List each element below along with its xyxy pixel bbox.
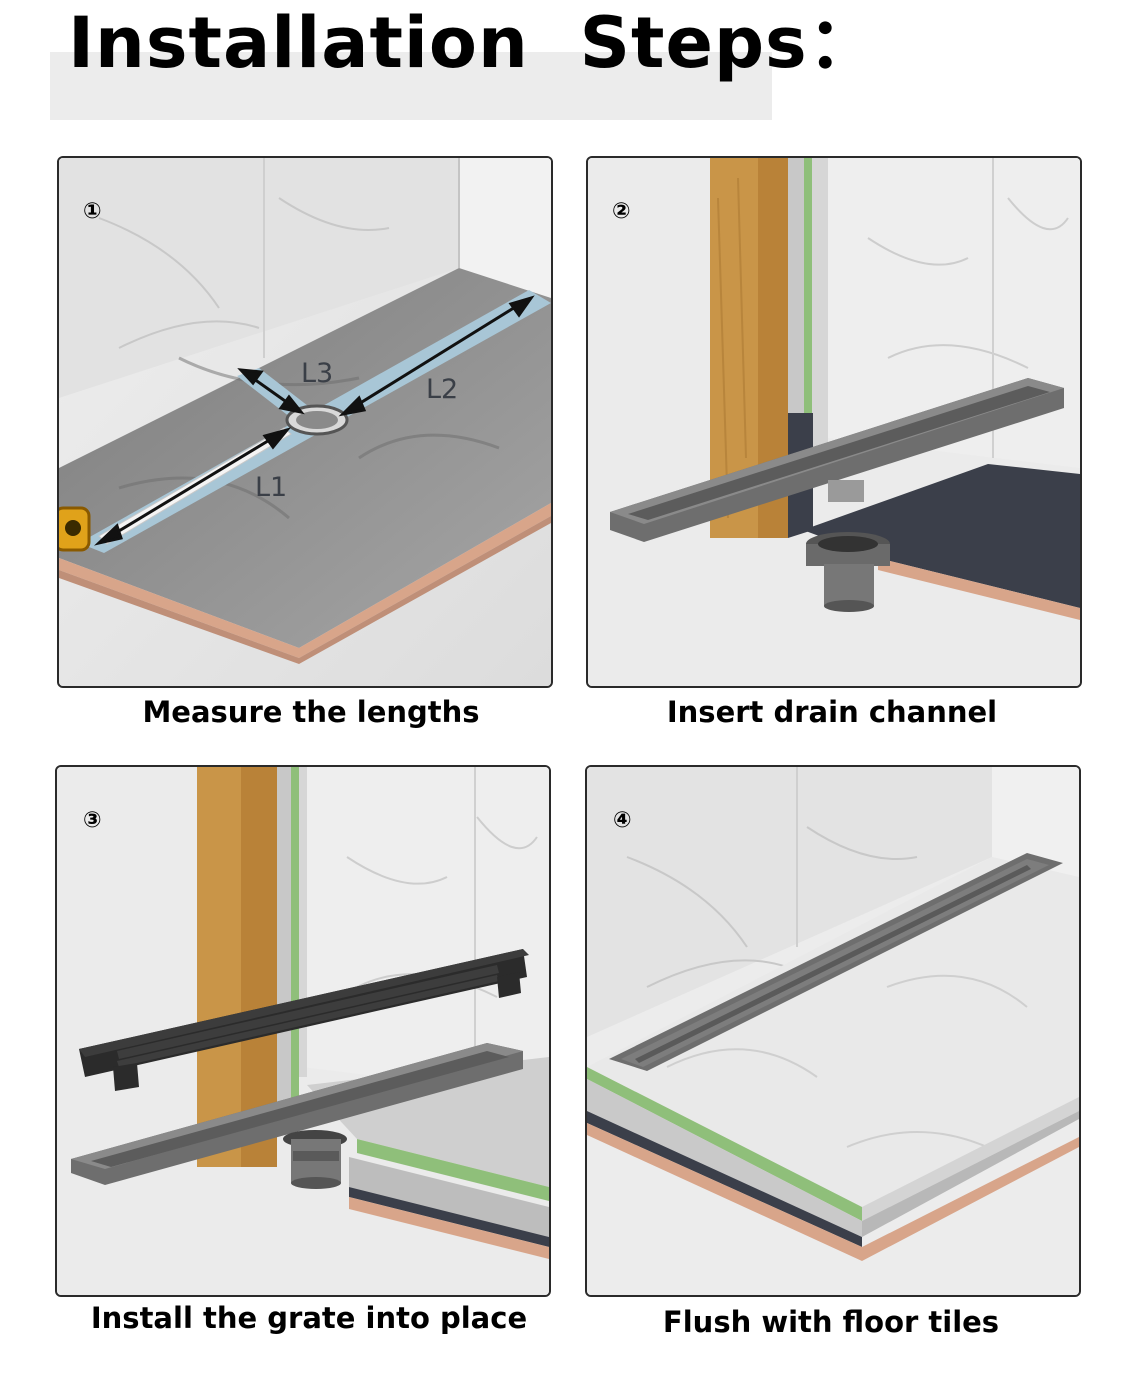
step-1-caption: Measure the lengths <box>142 695 480 729</box>
step-4-panel: ④ <box>585 765 1081 1297</box>
step-4-illustration: ④ <box>587 767 1079 1295</box>
step-1-panel: L3 L2 L1 ① <box>57 156 553 688</box>
step-2-panel: ② <box>586 156 1082 688</box>
step-2-number: ② <box>612 199 631 224</box>
label-l3: L3 <box>301 358 333 389</box>
label-l1: L1 <box>255 472 287 503</box>
page-title: Installation Steps： <box>68 2 879 84</box>
step-4-number: ④ <box>613 808 632 833</box>
step-3-caption: Install the grate into place <box>90 1301 528 1335</box>
step-1-illustration: L3 L2 L1 ① <box>59 158 551 686</box>
label-l2: L2 <box>426 374 458 405</box>
step-1-number: ① <box>83 199 102 224</box>
step-3-number: ③ <box>83 808 102 833</box>
step-4-caption: Flush with floor tiles <box>662 1305 1000 1339</box>
step-2-illustration: ② <box>588 158 1080 686</box>
step-3-panel: ③ <box>55 765 551 1297</box>
title-band <box>50 52 772 120</box>
step-3-illustration: ③ <box>57 767 549 1295</box>
step-2-caption: Insert drain channel <box>666 695 998 729</box>
